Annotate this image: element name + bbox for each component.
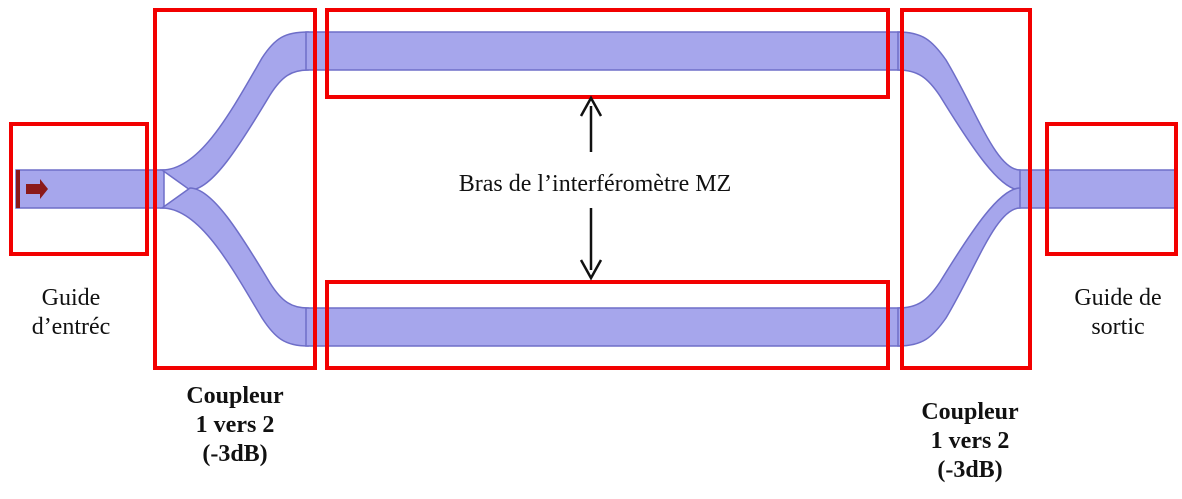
output-waveguide <box>1017 169 1177 209</box>
lower-arm-waveguide <box>305 307 901 347</box>
right-coupler-box <box>900 8 1032 370</box>
right-coupler-label-line1: Coupleur <box>921 399 1019 425</box>
right-coupler-lower-branch <box>897 187 1021 347</box>
right-coupler-label: Coupleur 1 vers 2 (-3dB) <box>895 398 1045 484</box>
input-guide-label-line2: d’entréc <box>31 313 111 340</box>
left-coupler-lower-branch <box>159 187 309 347</box>
left-coupler-label-line2: 1 vers 2 <box>195 411 275 438</box>
upper-arm-waveguide <box>305 31 901 71</box>
lower-arm-box <box>325 280 890 370</box>
input-guide-box <box>9 122 149 256</box>
output-guide-label-line1: Guide de <box>1074 285 1162 311</box>
right-coupler-label-line2: 1 vers 2 <box>930 427 1010 454</box>
left-coupler-upper-branch <box>159 31 309 191</box>
upper-arm-box <box>325 8 890 99</box>
highlight-boxes <box>9 8 1178 370</box>
source-marker-icon <box>16 170 48 208</box>
left-coupler-label-line3: (-3dB) <box>202 440 268 467</box>
right-coupler-upper-branch <box>897 31 1021 191</box>
arm-indicator-arrows <box>579 95 603 281</box>
output-guide-box <box>1045 122 1178 256</box>
arms-label: Bras de l’interféromètre MZ <box>458 171 732 197</box>
left-coupler-box <box>153 8 317 370</box>
arrow-up-head <box>579 95 603 117</box>
input-guide-label: Guide d’entréc <box>14 284 128 342</box>
output-guide-label: Guide de sortic <box>1056 284 1180 342</box>
right-coupler-label-line3: (-3dB) <box>937 456 1003 483</box>
left-coupler-label-line1: Coupleur <box>186 383 284 409</box>
left-coupler-label: Coupleur 1 vers 2 (-3dB) <box>160 382 310 468</box>
arrow-down-head <box>579 259 603 281</box>
waveguide-structure <box>15 31 1177 347</box>
input-guide-label-line1: Guide <box>41 285 101 311</box>
output-guide-label-line2: sortic <box>1091 313 1145 340</box>
